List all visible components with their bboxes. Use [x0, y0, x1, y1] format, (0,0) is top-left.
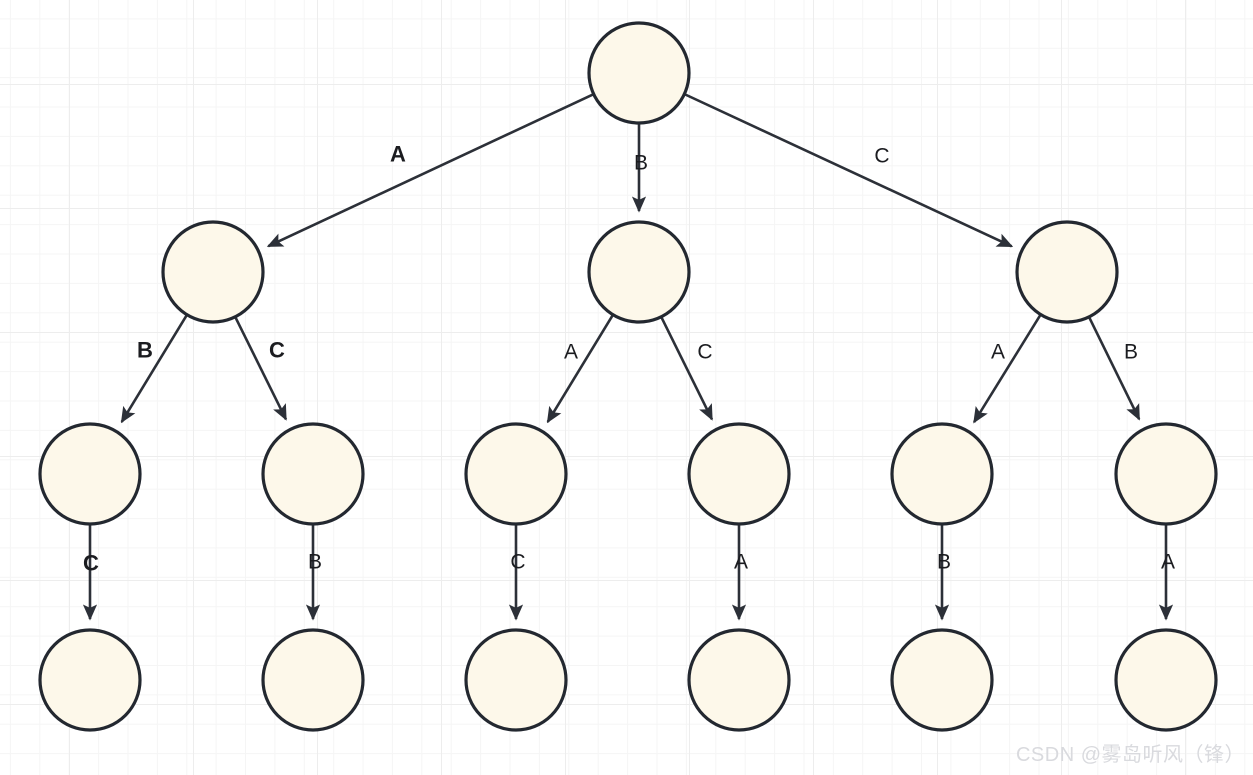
- tree-node-n-cab[interactable]: [890, 628, 994, 732]
- tree-node-n-cba[interactable]: [1114, 628, 1218, 732]
- edge-label-e-cb-cba: A: [1160, 550, 1176, 574]
- tree-edge: [266, 93, 594, 248]
- edge-label-e-root-c: C: [874, 144, 890, 168]
- tree-edge: [234, 317, 288, 421]
- edge-label-e-bc-bca: A: [733, 550, 749, 574]
- tree-edge: [684, 93, 1014, 248]
- tree-node-n-ac[interactable]: [261, 422, 365, 526]
- tree-node-root[interactable]: [587, 21, 691, 125]
- tree-node-n-ba[interactable]: [464, 422, 568, 526]
- edge-label-e-ca-cab: B: [936, 550, 952, 574]
- tree-node-n-acb[interactable]: [261, 628, 365, 732]
- edges-group: [82, 93, 1174, 621]
- edge-label-e-ab-abc: C: [83, 550, 99, 576]
- edge-label-e-root-a: A: [390, 141, 406, 167]
- tree-node-n-ca[interactable]: [890, 422, 994, 526]
- tree-edge: [1088, 317, 1141, 421]
- edge-label-e-c-cb: B: [1123, 340, 1139, 364]
- edge-label-e-b-ba: A: [563, 340, 579, 364]
- nodes-group: [38, 21, 1218, 732]
- edge-label-e-c-ca: A: [990, 340, 1006, 364]
- tree-node-n-c[interactable]: [1015, 220, 1119, 324]
- tree-node-n-bca[interactable]: [687, 628, 791, 732]
- tree-node-n-ab[interactable]: [38, 422, 142, 526]
- tree-edge: [660, 317, 714, 421]
- tree-node-n-bc[interactable]: [687, 422, 791, 526]
- tree-node-n-bac[interactable]: [464, 628, 568, 732]
- tree-node-n-cb[interactable]: [1114, 422, 1218, 526]
- tree-edge: [972, 314, 1042, 424]
- tree-node-n-abc[interactable]: [38, 628, 142, 732]
- tree-edge: [120, 314, 188, 424]
- edge-label-e-a-ac: C: [269, 337, 285, 363]
- watermark: CSDN @雾岛听风（锋）: [1015, 744, 1245, 766]
- edge-label-e-ba-bac: C: [510, 550, 526, 574]
- edge-label-e-b-bc: C: [697, 340, 713, 364]
- edge-label-e-root-b: B: [633, 151, 649, 175]
- tree-edge: [546, 314, 614, 424]
- edge-label-e-ac-acb: B: [307, 550, 323, 574]
- edge-label-e-a-ab: B: [137, 337, 153, 363]
- tree-node-n-a[interactable]: [161, 220, 265, 324]
- tree-node-n-b[interactable]: [587, 220, 691, 324]
